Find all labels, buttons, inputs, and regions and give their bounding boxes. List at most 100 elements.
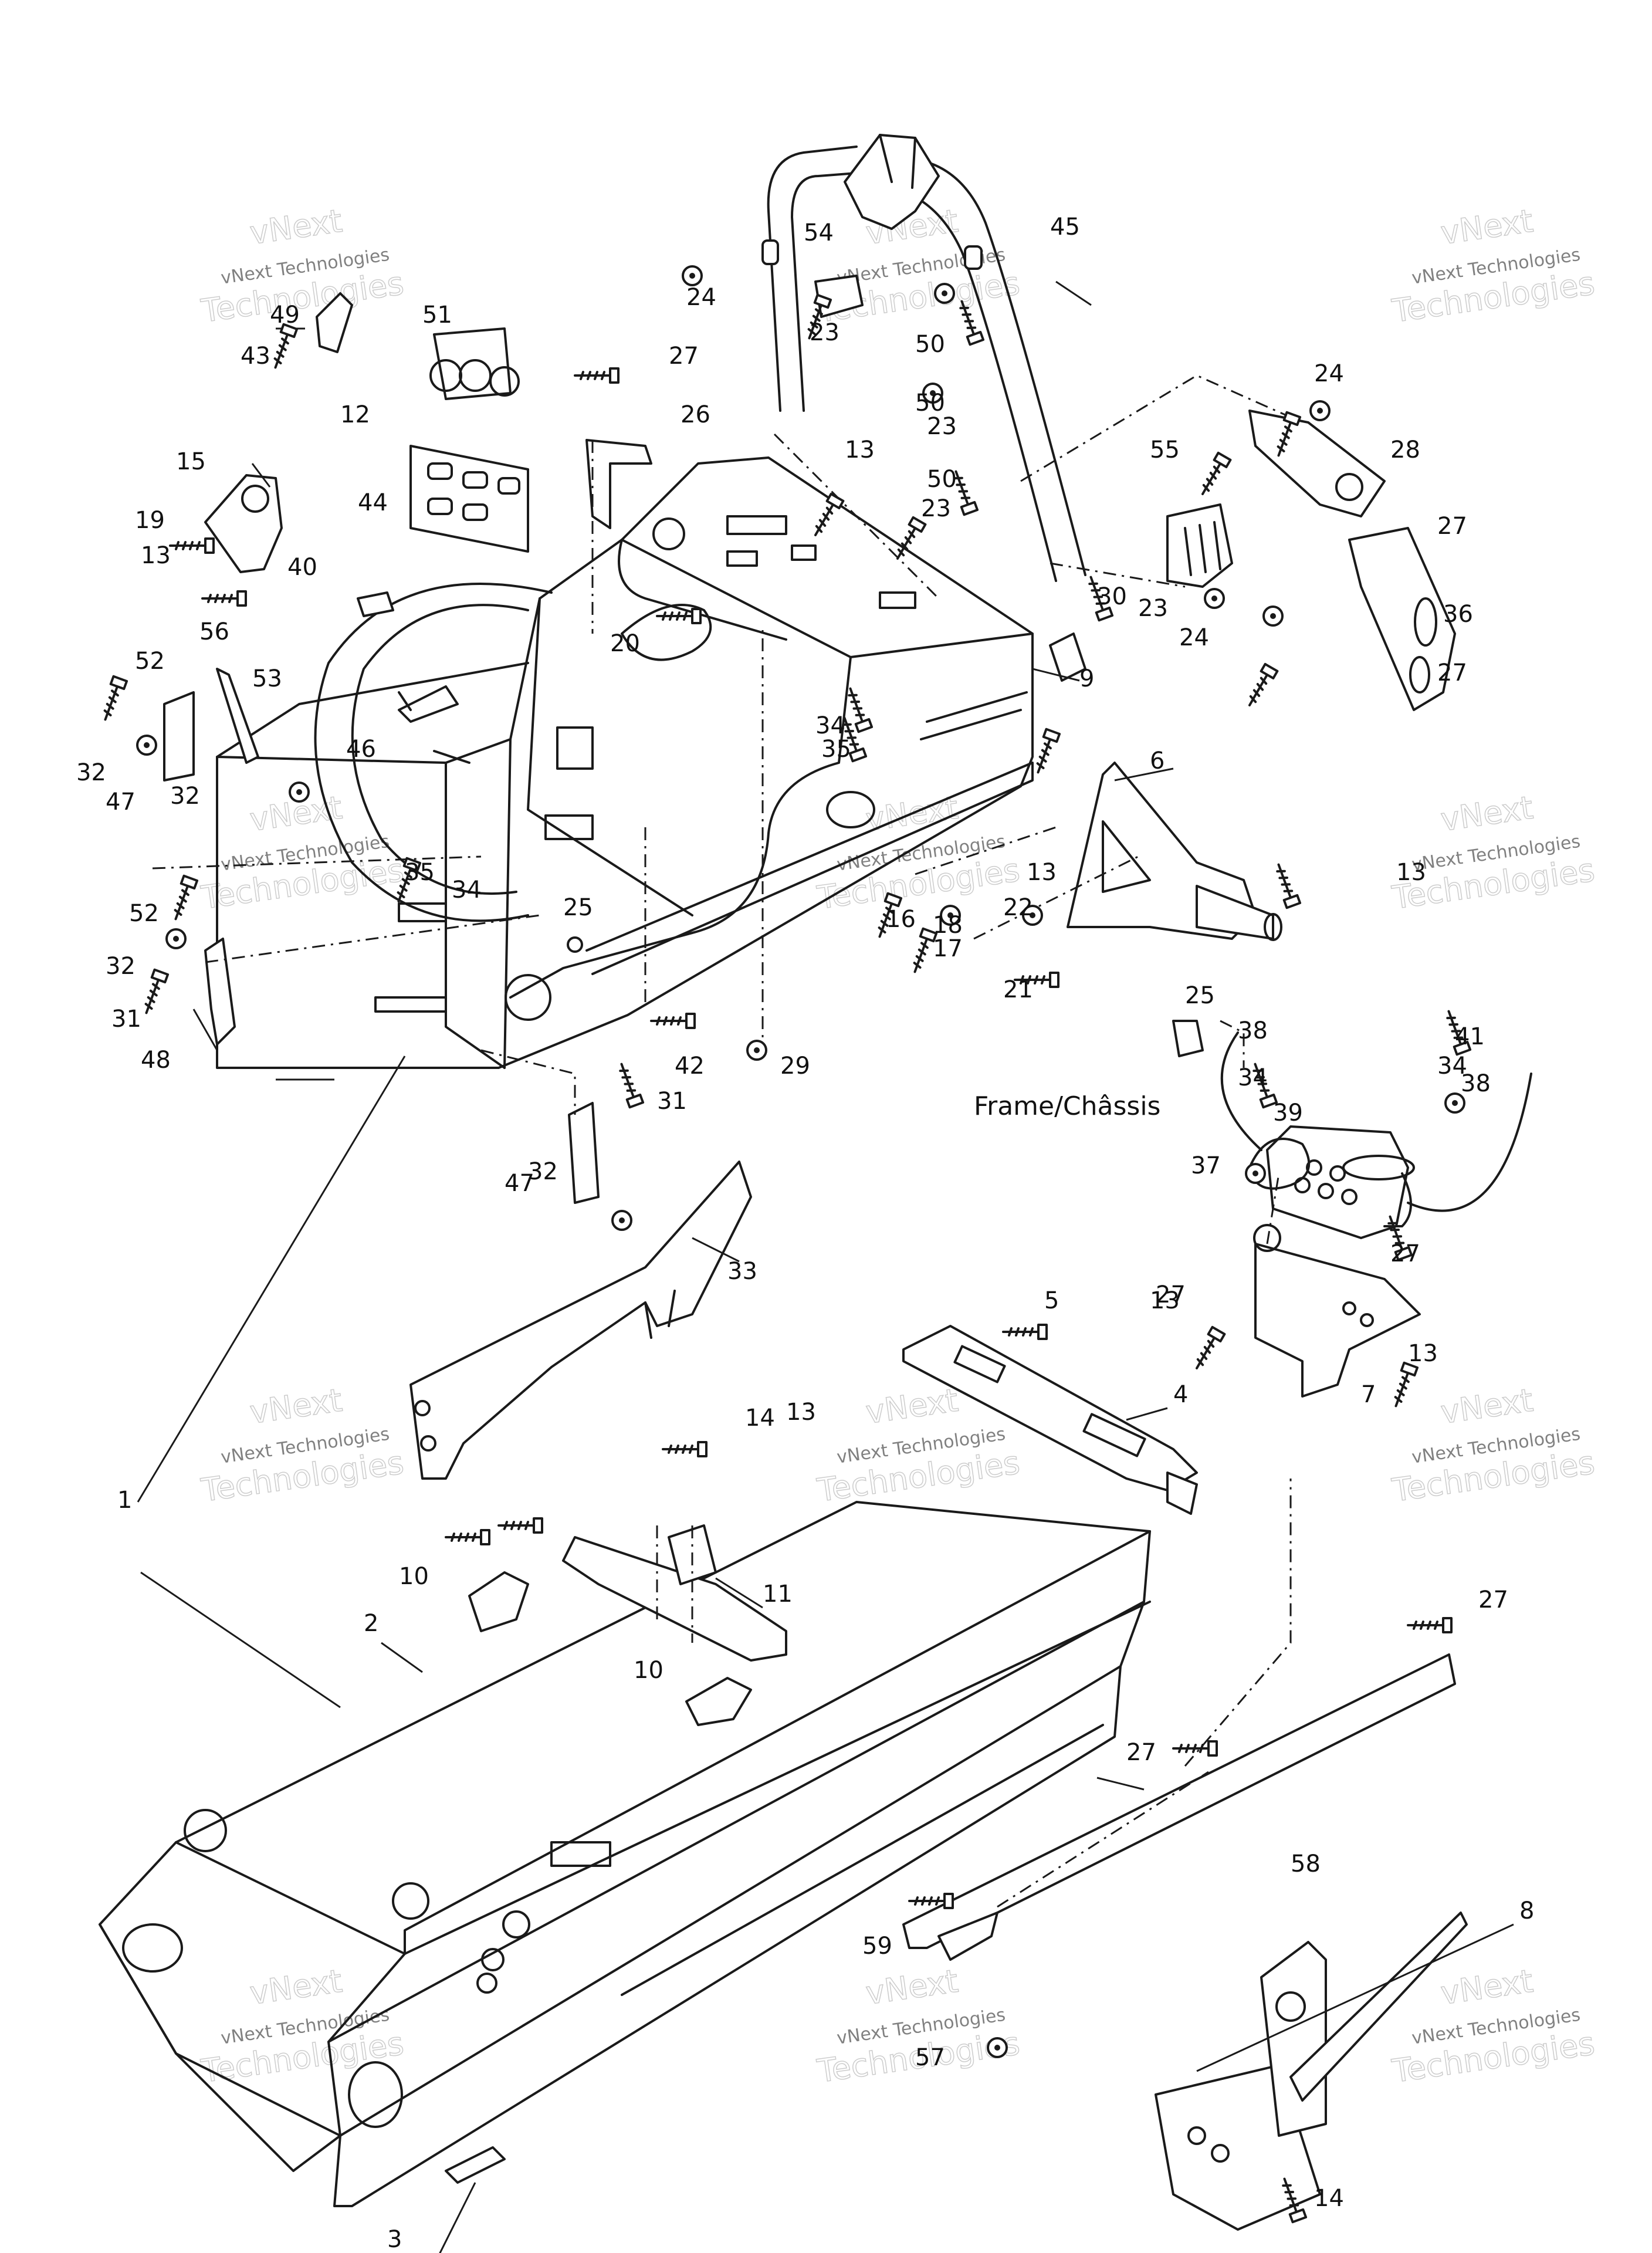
callout-58: 58 bbox=[1291, 1851, 1321, 1877]
callout-13: 13 bbox=[1408, 1340, 1438, 1367]
watermark-line1: vNext bbox=[1438, 202, 1535, 252]
bolt-shank bbox=[1002, 1327, 1040, 1337]
bolt-icon bbox=[144, 968, 170, 1014]
bolt-head bbox=[908, 516, 927, 533]
bolt-icon bbox=[273, 323, 299, 369]
bolt-shank bbox=[1277, 421, 1292, 457]
callout-27: 27 bbox=[669, 343, 699, 370]
bolt-head bbox=[1394, 1246, 1413, 1261]
bolt-icon bbox=[662, 1441, 707, 1457]
bolt-head bbox=[1207, 1740, 1218, 1757]
bolt-icon bbox=[1002, 1324, 1048, 1340]
callout-25: 25 bbox=[1185, 982, 1215, 1009]
washer-hole bbox=[942, 290, 947, 296]
bolt-icon bbox=[1252, 1063, 1278, 1109]
bolt-head bbox=[402, 857, 422, 872]
callout-34: 34 bbox=[452, 877, 482, 904]
bolt-shank bbox=[1276, 863, 1294, 899]
watermark-line1: vNext bbox=[864, 1382, 960, 1431]
bolt-shank bbox=[1036, 738, 1052, 774]
washer-hole bbox=[144, 742, 150, 748]
callout-37: 37 bbox=[1191, 1152, 1221, 1179]
bolt-icon bbox=[908, 1893, 954, 1909]
alignment-lines bbox=[152, 374, 1303, 1908]
callout-6: 6 bbox=[1150, 747, 1164, 774]
callout-23: 23 bbox=[1138, 595, 1168, 622]
callout-59: 59 bbox=[862, 1933, 892, 1960]
callout-22: 22 bbox=[1003, 894, 1033, 921]
callout-12: 12 bbox=[340, 401, 370, 428]
bolt-head bbox=[1400, 1361, 1419, 1377]
callout-38: 38 bbox=[1461, 1070, 1491, 1097]
callout-2: 2 bbox=[364, 1610, 378, 1637]
bolt-shank bbox=[1172, 1744, 1210, 1753]
washer-hole bbox=[619, 1217, 625, 1223]
bolt-icon bbox=[814, 492, 845, 536]
callout-11: 11 bbox=[763, 1581, 793, 1608]
bolt-shank bbox=[201, 594, 239, 603]
bolt-icon bbox=[1036, 728, 1061, 774]
callout-25: 25 bbox=[563, 894, 593, 921]
bolt-shank bbox=[169, 541, 206, 550]
bolt-head bbox=[825, 492, 845, 509]
callout-40: 40 bbox=[287, 554, 317, 581]
bolt-shank bbox=[1446, 1010, 1464, 1046]
bolt-shank bbox=[103, 685, 119, 721]
bolt-shank bbox=[842, 716, 859, 752]
bolt-icon bbox=[913, 927, 938, 973]
bolt-shank bbox=[1088, 576, 1106, 611]
bolt-icon bbox=[1014, 972, 1059, 988]
callout-20: 20 bbox=[610, 630, 640, 657]
bolt-shank bbox=[445, 1533, 482, 1542]
callout-17: 17 bbox=[933, 935, 963, 962]
callout-42: 42 bbox=[675, 1053, 705, 1080]
bolt-shank bbox=[959, 300, 977, 336]
callout-36: 36 bbox=[1443, 601, 1473, 628]
callout-35: 35 bbox=[405, 859, 435, 886]
leader-lines bbox=[137, 280, 1514, 2253]
callout-29: 29 bbox=[780, 1053, 810, 1080]
callout-57: 57 bbox=[915, 2044, 945, 2071]
callout-53: 53 bbox=[252, 665, 282, 692]
bolt-head bbox=[180, 874, 199, 890]
washer-hole bbox=[994, 2045, 1000, 2051]
callout-32: 32 bbox=[76, 759, 106, 786]
callout-28: 28 bbox=[1390, 437, 1420, 464]
bolt-shank bbox=[497, 1521, 535, 1530]
bolt-shank bbox=[953, 470, 971, 506]
bolt-head bbox=[236, 590, 247, 607]
callout-7: 7 bbox=[1361, 1381, 1376, 1408]
bolt-head bbox=[1282, 894, 1302, 909]
bolt-icon bbox=[1088, 576, 1114, 622]
callout-27: 27 bbox=[1390, 1240, 1420, 1267]
callout-13: 13 bbox=[141, 542, 171, 569]
callout-56: 56 bbox=[199, 618, 229, 645]
bolt-head bbox=[1259, 1093, 1278, 1109]
bolt-icon bbox=[174, 874, 199, 921]
callout-33: 33 bbox=[727, 1258, 757, 1285]
callout-3: 3 bbox=[387, 2226, 402, 2253]
callout-4: 4 bbox=[1173, 1381, 1188, 1408]
callout-46: 46 bbox=[346, 736, 376, 763]
callout-50: 50 bbox=[927, 466, 957, 493]
callout-27: 27 bbox=[1437, 659, 1467, 686]
bolt-icon bbox=[878, 892, 903, 938]
callout-13: 13 bbox=[845, 437, 875, 464]
bolt-shank bbox=[662, 1445, 699, 1454]
washer-hole bbox=[1211, 596, 1217, 601]
callout-32: 32 bbox=[528, 1158, 558, 1185]
bolt-icon bbox=[896, 516, 927, 560]
bolt-icon bbox=[1394, 1361, 1419, 1408]
callout-1: 1 bbox=[117, 1487, 132, 1514]
callout-27: 27 bbox=[1156, 1281, 1186, 1308]
bolt-shank bbox=[878, 902, 893, 938]
watermark-line1: vNext bbox=[248, 202, 344, 252]
callout-24: 24 bbox=[1314, 360, 1344, 387]
bolt-icon bbox=[201, 590, 247, 607]
callout-8: 8 bbox=[1519, 1897, 1534, 1924]
callout-15: 15 bbox=[176, 448, 206, 475]
callout-13: 13 bbox=[1396, 859, 1426, 886]
bolt-shank bbox=[650, 1016, 688, 1026]
